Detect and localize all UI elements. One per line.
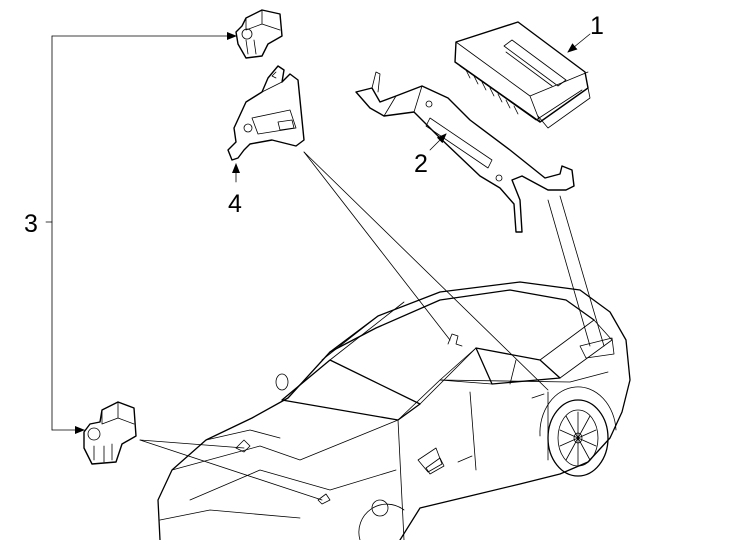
- vehicle-outline: [157, 281, 631, 540]
- control-module: [454, 21, 591, 129]
- callout-3: 3: [24, 210, 38, 238]
- sensor-bracket: [227, 65, 305, 161]
- callout-1: 1: [590, 12, 604, 40]
- sensor-lower: [83, 401, 137, 465]
- sensor-upper: [235, 9, 283, 59]
- callout-2: 2: [414, 150, 428, 178]
- leader-lines: [45, 35, 605, 501]
- mounting-bracket: [355, 71, 575, 233]
- callout-4: 4: [228, 190, 242, 218]
- callout-arrows: [51, 32, 591, 434]
